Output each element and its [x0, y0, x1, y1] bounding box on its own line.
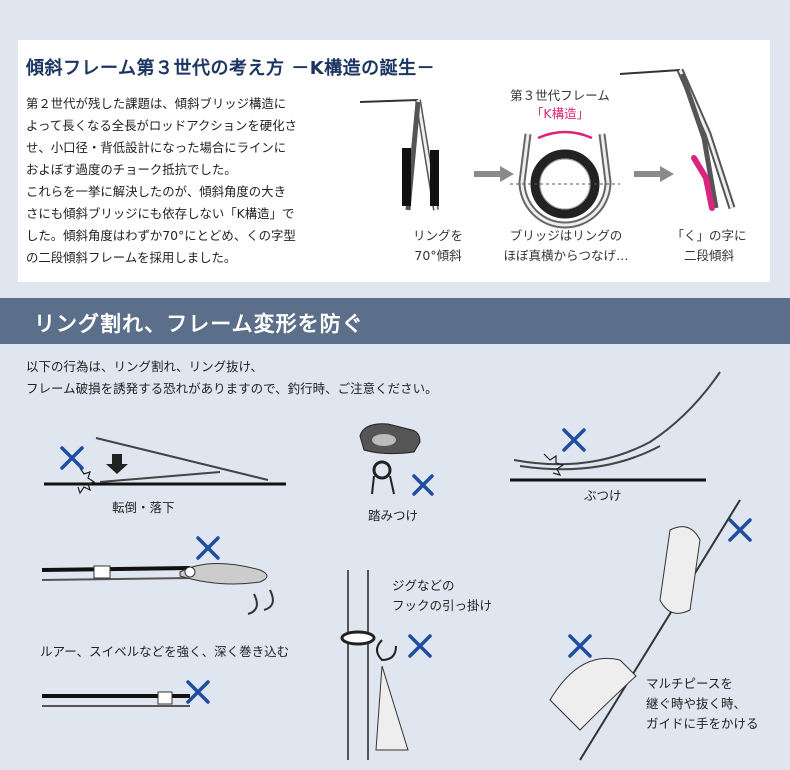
cross-icon	[412, 474, 434, 496]
case-caption-jig: ジグなどの フックの引っ掛け	[392, 578, 493, 613]
jig-hook-illustration	[340, 570, 432, 760]
cross-icon	[60, 446, 84, 470]
top-panel	[18, 40, 770, 282]
body-line: さにも傾斜ブリッジにも依存しない「K構造」で	[26, 206, 295, 221]
stepping-illustration	[359, 423, 434, 496]
section-body: 第２世代が残した課題は、傾斜ブリッジ構造に よって長くなる全長がロッドアクション…	[26, 93, 346, 269]
body-line: これらを一挙に解決したのが、傾斜角度の大き	[26, 184, 286, 199]
body-line: せ、小口径・背低設計になった場合にラインに	[26, 140, 287, 155]
body-line: およぼす過度のチョーク抵抗でした。	[26, 162, 237, 177]
cross-icon	[408, 634, 432, 658]
caption-bridge-side: ブリッジはリングの ほぼ真横からつなげ…	[503, 228, 629, 263]
body-line: 第２世代が残した課題は、傾斜ブリッジ構造に	[26, 96, 287, 111]
case-caption-stepping: 踏みつけ	[368, 508, 419, 523]
case-caption-lure: ルアー、スイベルなどを強く、深く巻き込む	[40, 644, 290, 659]
bumping-illustration	[510, 371, 721, 482]
guide-70-degree-illustration	[359, 99, 439, 211]
cross-icon	[186, 680, 210, 704]
k-structure-ring-illustration	[510, 130, 620, 229]
multipiece-hands-illustration	[549, 499, 752, 761]
ku-shaped-frame-illustration	[619, 68, 736, 211]
case-caption-fall: 転倒・落下	[112, 500, 175, 515]
fall-drop-illustration	[44, 437, 286, 495]
arrow-right-icon	[474, 166, 514, 182]
warning-intro: 以下の行為は、リング割れ、リング抜け、 フレーム破損を誘発する恐れがありますので…	[26, 359, 438, 396]
cross-icon	[562, 428, 586, 452]
cross-icon	[196, 536, 220, 560]
case-caption-multipiece: マルチピースを 継ぐ時や抜く時、 ガイドに手をかける	[646, 676, 759, 731]
section-banner	[0, 298, 790, 344]
section-title: 傾斜フレーム第３世代の考え方 －K構造の誕生－	[26, 58, 436, 79]
cross-icon	[568, 634, 592, 658]
caption-two-stage: 「く」の字に 二段傾斜	[671, 228, 747, 263]
banner-title: リング割れ、フレーム変形を防ぐ	[34, 312, 364, 336]
frame-generation-label: 第３世代フレーム	[510, 88, 610, 103]
body-line: した。傾斜角度はわずか70°にとどめ、くの字型	[26, 228, 296, 243]
swivel-illustration	[42, 680, 210, 707]
case-caption-bumping: ぶつけ	[584, 488, 622, 503]
body-line: の二段傾斜フレームを採用しました。	[26, 250, 237, 265]
k-structure-label: 「K構造」	[530, 106, 590, 121]
caption-ring-70-degree: リングを 70°傾斜	[412, 228, 463, 263]
cross-icon	[728, 518, 752, 542]
lure-wind-in-illustration	[41, 536, 274, 615]
arrow-right-icon	[634, 166, 674, 182]
body-line: よって長くなる全長がロッドアクションを硬化さ	[26, 118, 297, 133]
